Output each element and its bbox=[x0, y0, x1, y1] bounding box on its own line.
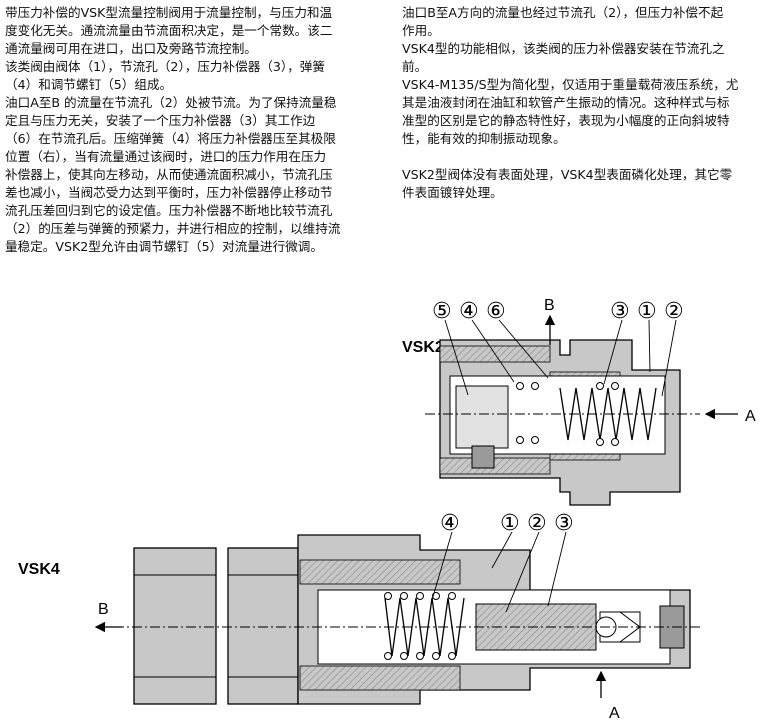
intro-paragraph: 带压力补偿的VSK型流量控制阀用于流量控制，与压力和温 度变化无关。通流流量由节… bbox=[5, 5, 333, 56]
left-text-column: 带压力补偿的VSK型流量控制阀用于流量控制，与压力和温 度变化无关。通流流量由节… bbox=[5, 4, 389, 256]
vsk4-callout-4: ④ bbox=[440, 510, 460, 535]
vsk4-port-b-label: B bbox=[98, 601, 109, 618]
operation-paragraph: 油口A至B 的流量在节流孔（2）处被节流。为了保持流量稳 定且与压力无关，安装了… bbox=[5, 95, 341, 254]
vsk4-callouts: ④ ① ② ③ bbox=[440, 510, 574, 535]
vsk4-diagram: VSK4 B A bbox=[18, 510, 700, 722]
vsk2-callout-4: ④ bbox=[459, 298, 479, 323]
vsk2-port-b-label: B bbox=[544, 297, 555, 314]
vsk4-model-label: VSK4 bbox=[18, 561, 60, 578]
vsk2-port-a-label: A bbox=[745, 408, 756, 425]
surface-treatment-paragraph: VSK2型阀体没有表面处理，VSK4型表面磷化处理，其它零 件表面镀锌处理。 bbox=[402, 167, 733, 200]
reverse-flow-paragraph: 油口B至A方向的流量也经过节流孔（2），但压力补偿不起 作用。 bbox=[402, 5, 724, 38]
vsk2-callout-3: ③ bbox=[610, 298, 630, 323]
vsk4-port-a-label: A bbox=[609, 705, 620, 722]
vsk2-adjust-screw bbox=[455, 385, 509, 449]
right-text-column: 油口B至A方向的流量也经过节流孔（2），但压力补偿不起 作用。 VSK4型的功能… bbox=[402, 4, 776, 202]
vsk2-callout-6: ⑥ bbox=[486, 298, 506, 323]
vsk2-callout-2: ② bbox=[664, 298, 684, 323]
vsk2-diagram: VSK2 A B ⑤ ④ bbox=[402, 297, 756, 506]
vsk4-hex-nut-left bbox=[133, 547, 217, 705]
vsk4-m135-paragraph: VSK4-M135/S型为简化型，仅适用于重量载荷液压系统，尤 其是油液封闭在油… bbox=[402, 77, 739, 146]
vsk2-spring bbox=[559, 387, 657, 441]
vsk4-hex-nut-right bbox=[227, 547, 299, 705]
vsk4-paragraph: VSK4型的功能相似，该类阀的压力补偿器安装在节流孔之 前。 bbox=[402, 41, 725, 74]
vsk4-callout-1: ① bbox=[500, 510, 520, 535]
vsk4-callout-2: ② bbox=[527, 510, 547, 535]
vsk2-callouts: ⑤ ④ ⑥ ③ ① ② bbox=[432, 298, 684, 323]
vsk2-callout-5: ⑤ bbox=[432, 298, 452, 323]
vsk4-callout-3: ③ bbox=[554, 510, 574, 535]
components-paragraph: 该类阀由阀体（1），节流孔（2），压力补偿器（3），弹簧 （4）和调节螺钉（5）… bbox=[5, 59, 325, 92]
vsk2-callout-1: ① bbox=[637, 298, 657, 323]
vsk2-model-label: VSK2 bbox=[402, 339, 444, 356]
